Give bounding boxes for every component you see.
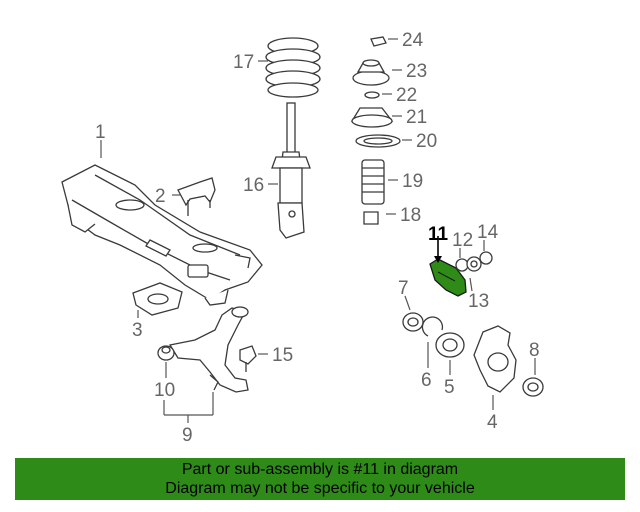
callout-9: 9 [182, 425, 193, 446]
callout-6: 6 [421, 370, 432, 391]
banner-line-2: Diagram may not be specific to your vehi… [165, 480, 475, 497]
part-12-washer[interactable] [455, 258, 469, 272]
part-4-knuckle[interactable] [473, 325, 517, 393]
callout-19: 19 [402, 171, 423, 192]
parts-diagram: 1 2 3 4 5 6 7 8 9 10 11 12 13 14 15 16 1… [61, 30, 544, 446]
part-11-highlighted-bracket[interactable] [429, 258, 467, 297]
part-2-bracket[interactable] [177, 177, 216, 216]
part-5-bearing[interactable] [435, 332, 465, 358]
callout-16: 16 [243, 175, 264, 196]
part-8-seal[interactable] [522, 377, 544, 397]
callout-21: 21 [406, 107, 427, 128]
callout-12: 12 [452, 230, 473, 251]
callout-2: 2 [155, 186, 166, 207]
part-15-ball-joint[interactable] [239, 345, 257, 372]
part-18-bump-stop[interactable] [363, 211, 379, 225]
callout-3: 3 [132, 320, 143, 341]
callout-24: 24 [402, 30, 424, 51]
callout-13: 13 [468, 291, 489, 312]
callout-4: 4 [487, 412, 498, 433]
callout-18: 18 [400, 205, 421, 226]
part-13-bushing[interactable] [466, 256, 482, 272]
callout-labels: 1 2 3 4 5 6 7 8 9 10 11 12 13 14 15 16 1… [95, 30, 540, 446]
callout-7: 7 [398, 278, 409, 299]
part-24-nut[interactable] [370, 36, 387, 47]
part-10-bushing[interactable] [157, 345, 175, 361]
part-6-snap-ring[interactable] [421, 316, 444, 337]
callout-10: 10 [154, 380, 175, 401]
callout-17: 17 [233, 52, 254, 73]
callout-14: 14 [477, 222, 499, 243]
callout-8: 8 [529, 340, 540, 361]
part-20-insulator[interactable] [355, 134, 401, 148]
part-16-strut[interactable] [271, 102, 311, 239]
part-1-crossmember[interactable] [61, 164, 263, 306]
callout-1: 1 [95, 122, 106, 143]
callout-11: 11 [428, 224, 449, 245]
part-22-washer[interactable] [364, 91, 380, 99]
part-19-boot[interactable] [361, 159, 385, 205]
callout-22: 22 [396, 85, 417, 106]
banner-line-1: Part or sub-assembly is #11 in diagram [181, 461, 459, 478]
callout-5: 5 [444, 377, 455, 398]
part-7-seal[interactable] [402, 312, 424, 332]
info-banner: Part or sub-assembly is #11 in diagram D… [15, 458, 625, 500]
callout-15: 15 [272, 345, 293, 366]
callout-20: 20 [416, 131, 437, 152]
part-9-control-arm[interactable] [168, 306, 249, 393]
part-14-bushing[interactable] [479, 251, 493, 265]
part-17-coil-spring[interactable] [265, 37, 321, 98]
leader-lines [100, 38, 536, 423]
part-3-plate[interactable] [132, 282, 183, 316]
callout-23: 23 [406, 61, 427, 82]
part-23-upper-mount[interactable] [352, 59, 390, 86]
part-21-spring-seat[interactable] [350, 107, 394, 128]
